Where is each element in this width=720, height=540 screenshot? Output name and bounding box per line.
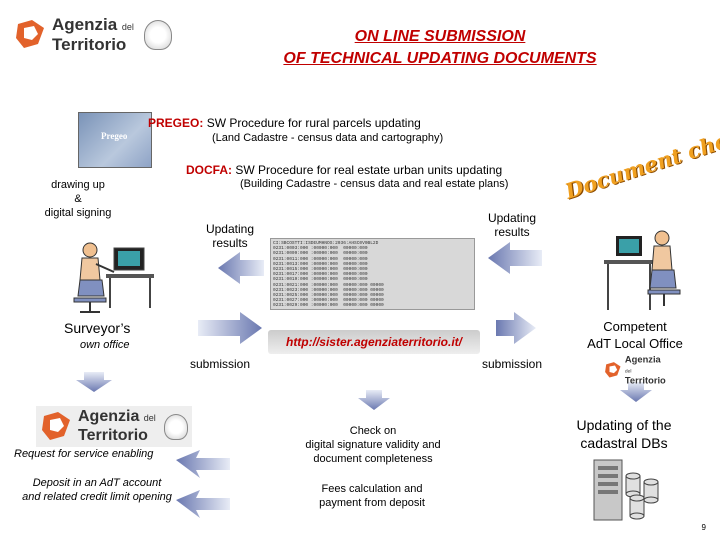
arrow-updating-right-icon	[488, 242, 542, 274]
competent-office-label: Competent AdT Local Office	[587, 319, 683, 351]
drawing-up-label: drawing up & digital signing	[44, 179, 112, 219]
surveyor-workstation-image	[66, 236, 156, 321]
emblem-icon	[163, 413, 188, 440]
surveyor-label: Surveyor’s	[64, 320, 131, 336]
pregeo-desc: SW Procedure for rural parcels updating	[206, 116, 421, 130]
pregeo-line: PREGEO: SW Procedure for rural parcels u…	[148, 116, 421, 130]
agenzia-logo-center: Agenzia del Territorio	[36, 406, 192, 447]
updating-results-right: Updating results	[487, 211, 537, 239]
agenzia-logo: Agenzia del Territorio	[14, 16, 172, 54]
logo-del: del	[121, 22, 134, 32]
submission-right-label: submission	[482, 357, 543, 371]
updating-results-left: Updating results	[205, 222, 255, 250]
arrow-submission-left-icon	[198, 312, 262, 344]
logo-name2: Territorio	[52, 35, 127, 54]
arrow-down-center-icon	[358, 390, 390, 410]
deposit-label: Deposit in an AdT account and related cr…	[22, 477, 172, 503]
submission-left-label: submission	[190, 357, 251, 371]
arrow-down-left-icon	[76, 372, 112, 392]
page-title: ON LINE SUBMISSION OF TECHNICAL UPDATING…	[250, 26, 630, 70]
logo-name: Agenzia	[52, 15, 118, 34]
page-number: 9	[701, 523, 706, 532]
sister-url-link[interactable]: http://sister.agenziaterritorio.it/	[268, 330, 480, 354]
docfa-sub: (Building Cadastre - census data and rea…	[240, 178, 509, 190]
check-signature-label: Check on digital signature validity and …	[305, 425, 441, 465]
pregeo-label: PREGEO:	[148, 116, 204, 130]
docfa-label: DOCFA:	[186, 163, 232, 177]
own-office-label: own office	[80, 339, 130, 351]
arrow-submission-right-icon	[496, 312, 536, 344]
request-service-label: Request for service enabling	[14, 448, 154, 460]
server-databases-image	[590, 456, 670, 529]
fees-calculation-label: Fees calculation and payment from deposi…	[319, 483, 425, 509]
sister-screen-image: CI:SBCOSTTI:ISDEUMHNOS:2036:AHSC0V0BL2D …	[270, 238, 475, 310]
agenzia-logo-small: Agenzia del Territorio	[604, 355, 668, 386]
agenzia-logo-icon	[14, 18, 48, 52]
pregeo-cover-image: Pregeo	[78, 112, 152, 168]
docfa-desc: SW Procedure for real estate urban units…	[235, 163, 503, 177]
arrow-deposit-icon	[176, 490, 230, 518]
arrow-down-right-icon	[620, 382, 652, 402]
republic-emblem-icon	[143, 20, 172, 50]
pregeo-sub: (Land Cadastre - census data and cartogr…	[212, 132, 444, 144]
title-line1: ON LINE SUBMISSION	[354, 28, 526, 45]
adt-office-workstation-image	[596, 226, 686, 321]
arrow-request-icon	[176, 450, 230, 478]
docfa-line: DOCFA: SW Procedure for real estate urba…	[186, 163, 502, 177]
updating-dbs-label: Updating of the cadastral DBs	[576, 417, 672, 451]
pregeo-image-text: Pregeo	[101, 131, 128, 141]
arrow-updating-left-icon	[218, 252, 264, 284]
agenzia-logo-small-icon	[604, 361, 623, 380]
title-line2: OF TECHNICAL UPDATING DOCUMENTS	[283, 50, 597, 67]
agenzia-logo-center-icon	[40, 410, 74, 444]
